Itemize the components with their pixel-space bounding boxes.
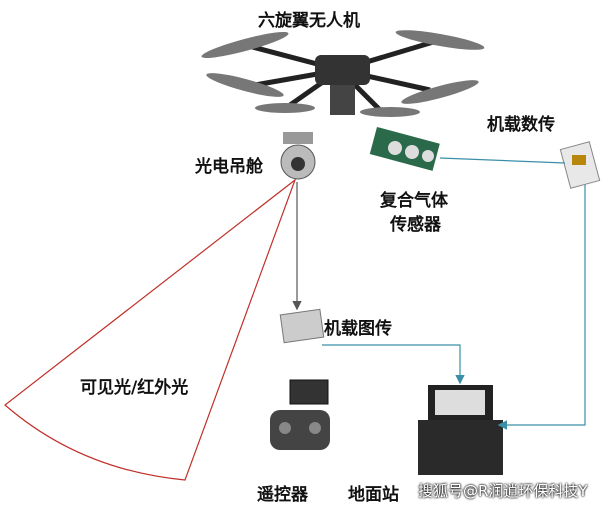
image-link-to-ground-arrow [322, 344, 465, 385]
gas-sensor-label-1: 复合气体 [380, 191, 448, 211]
sensor-to-datalink-line [439, 157, 566, 164]
data-link-label: 机载数传 [487, 115, 555, 135]
watermark: 搜狐号@R润逍环保科技Y [418, 482, 588, 500]
gas-sensor-label-2: 传感器 [390, 215, 441, 235]
data-link-module [559, 141, 601, 189]
remote-label: 遥控器 [257, 485, 308, 505]
remote-controller [270, 379, 330, 450]
image-transmitter [279, 308, 325, 344]
ground-station-label: 地面站 [348, 485, 399, 505]
hexacopter-label: 六旋翼无人机 [258, 11, 360, 31]
image-link-label: 机载图传 [324, 319, 392, 339]
light-label: 可见光/红外光 [80, 378, 189, 398]
light-cone [4, 178, 297, 481]
gas-sensor-board [369, 126, 440, 171]
hexacopter-drone [201, 30, 485, 117]
gimbal-camera [280, 132, 316, 180]
gimbal-label: 光电吊舱 [195, 157, 263, 177]
ground-station-case [418, 385, 503, 475]
datalink-to-ground-arrow [497, 185, 586, 430]
